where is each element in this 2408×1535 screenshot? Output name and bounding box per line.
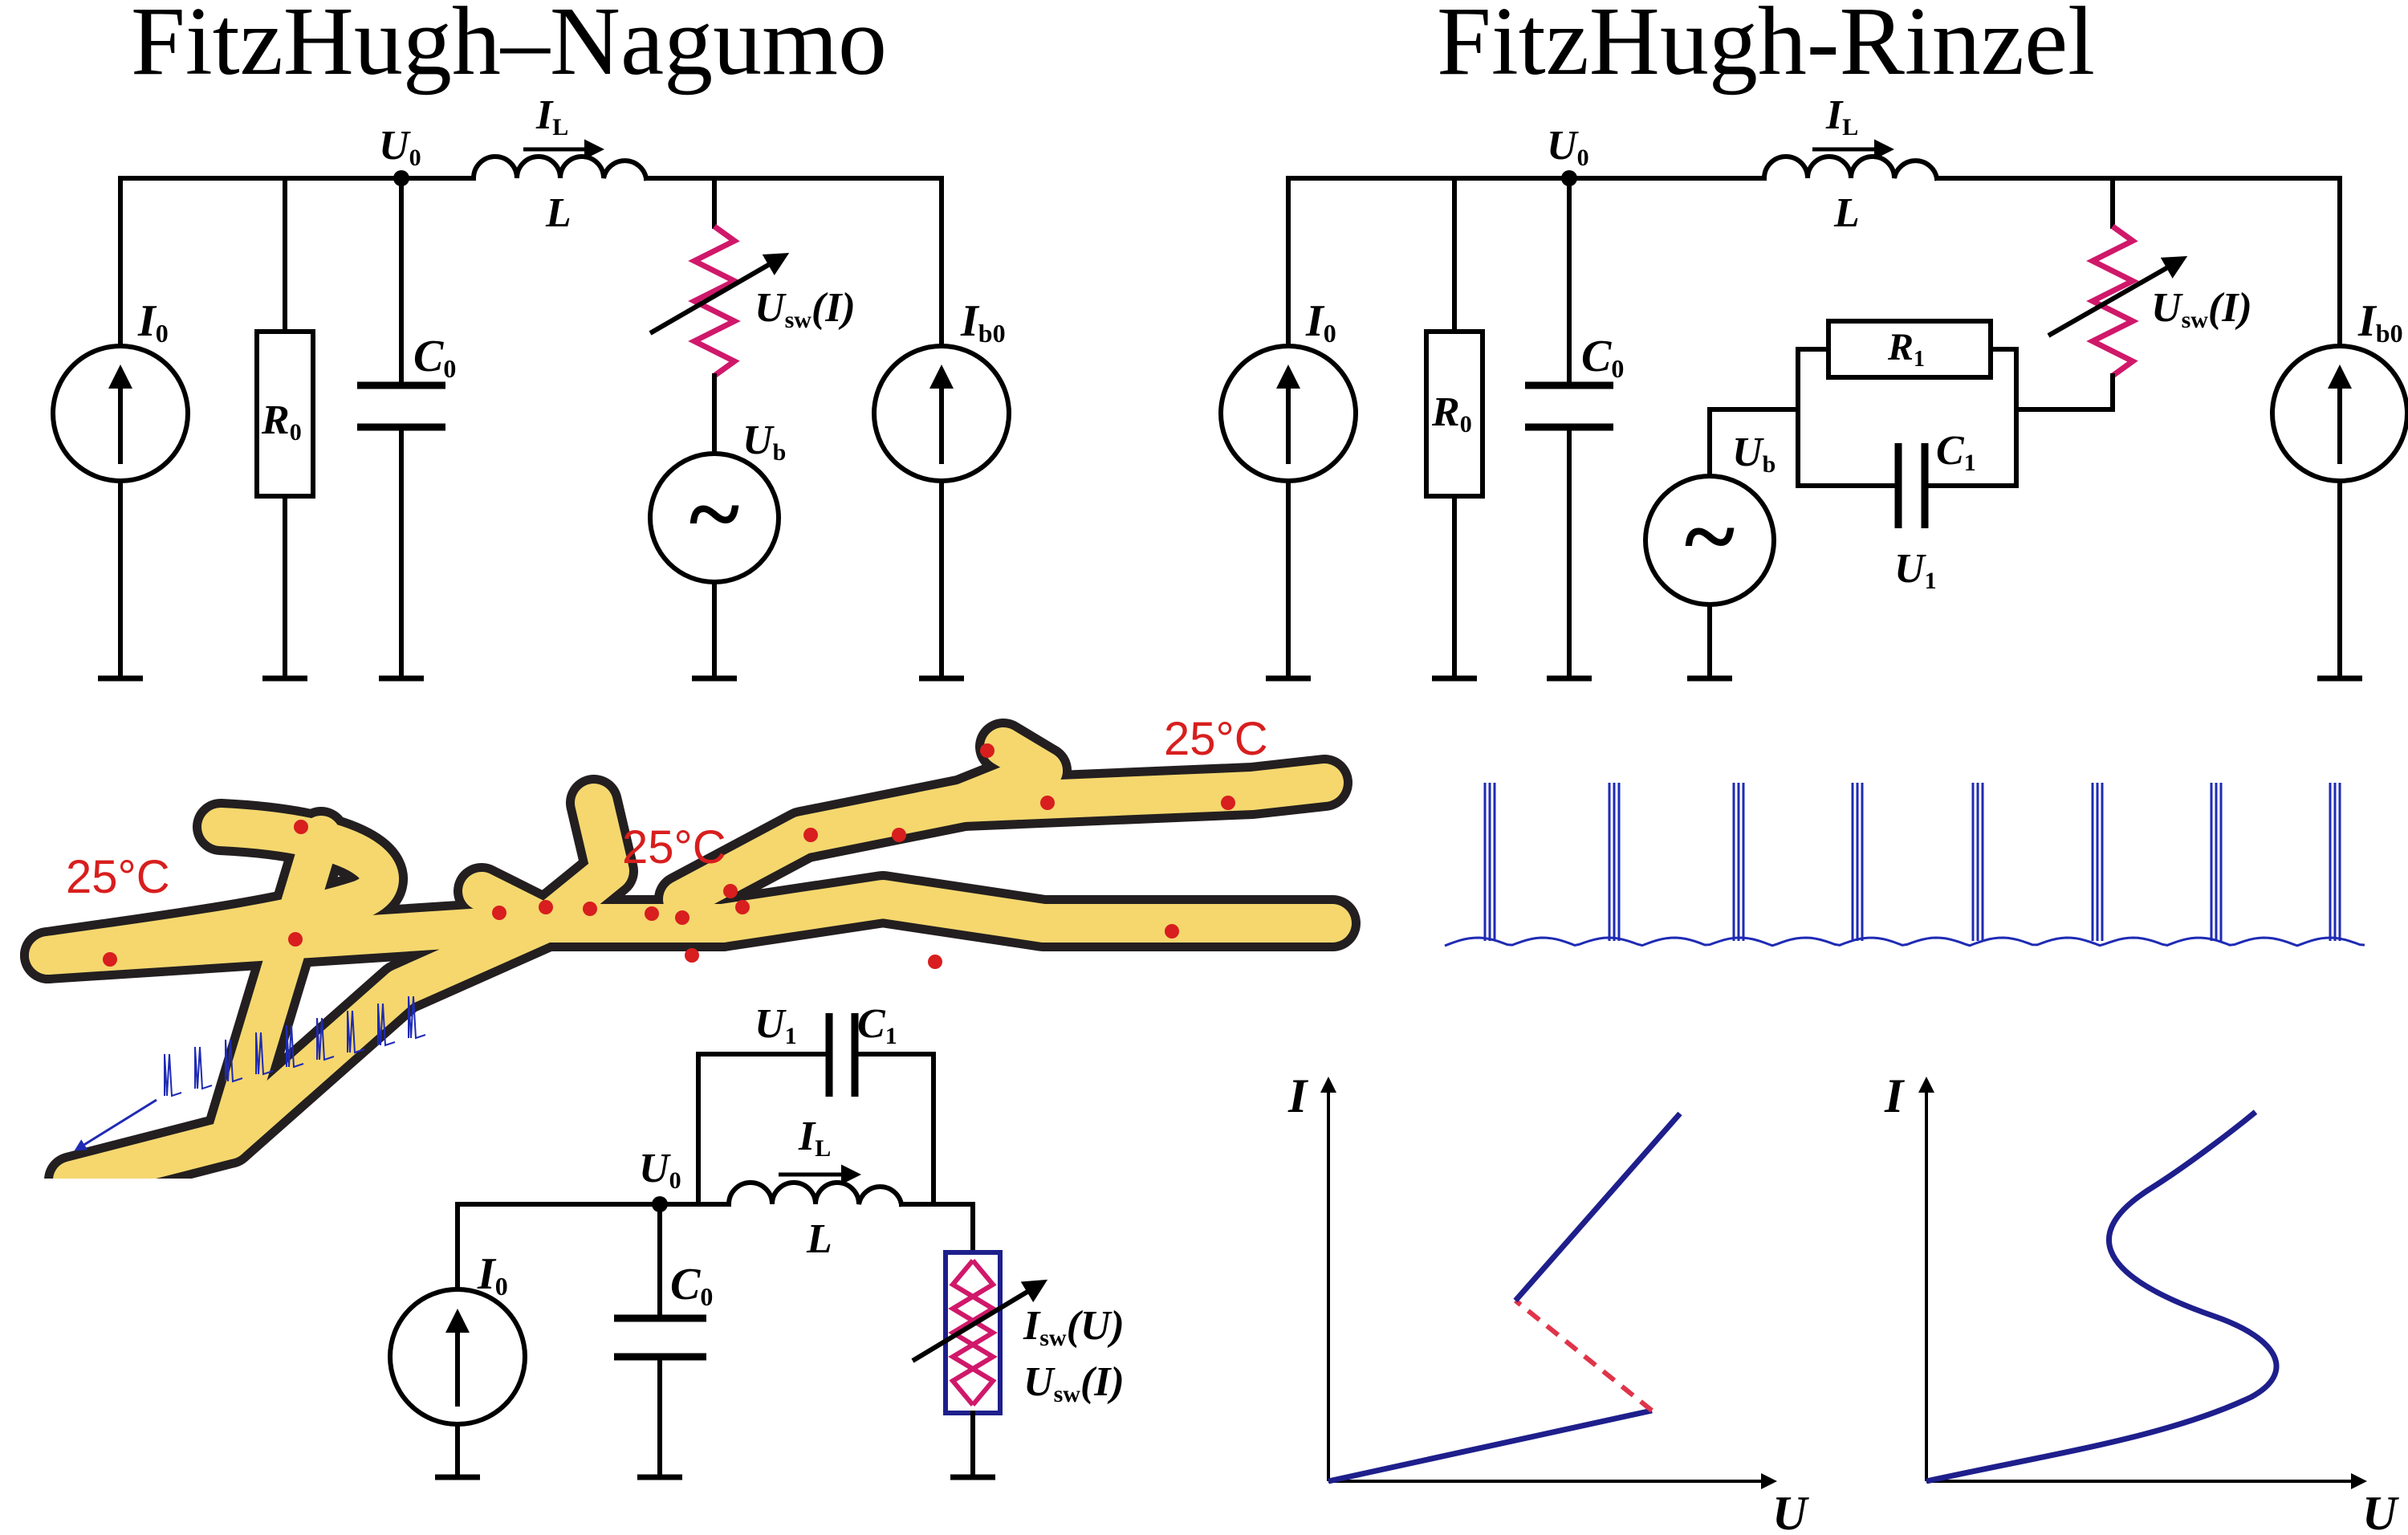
burst-trace-line [1444, 936, 2365, 947]
fhn-label-u0: U0 [379, 123, 421, 171]
fhr-label-ub: Ub [1732, 430, 1775, 478]
bottom-variable-arrow-icon [911, 1279, 1048, 1363]
fhr-c1-left-wire [1796, 347, 1901, 488]
fhr-label-r1: R1 [1887, 326, 1925, 372]
bottom-label-c0: C0 [670, 1260, 713, 1311]
fhn-variable-arrow-icon [649, 252, 790, 336]
bottom-wire-right [899, 1202, 975, 1255]
bottom-label-il: IL [798, 1114, 831, 1162]
iv-plot-left: I U [1287, 1069, 1809, 1535]
bottom-switching-resistor [948, 1259, 998, 1407]
fhn-circuit: ~ U0 IL L I0 R0 C0 Usw(I) Ub Ib0 [51, 92, 1011, 682]
fhr-top-wire-left [1286, 176, 1767, 681]
bottom-label-c1: C1 [857, 1001, 897, 1049]
bottom-label-isw: Isw(U) [1023, 1303, 1125, 1351]
burst-spikes [1483, 783, 2341, 941]
fhr-switching-resistor [2086, 224, 2139, 378]
iv-right-s-curve [1926, 1110, 2280, 1484]
axon-spike [225, 1039, 243, 1083]
fhr-resistor-r0 [1424, 329, 1485, 499]
fhr-label-usw: Usw(I) [2151, 285, 2252, 333]
iv-right-x-label: U [2362, 1487, 2399, 1535]
fhn-switching-resistor [688, 224, 741, 378]
iv-left-y-label: I [1287, 1069, 1309, 1122]
bottom-label-i0: I0 [477, 1249, 508, 1301]
temperature-label-left: 25°C [66, 851, 170, 903]
fhr-variable-arrow-icon [2047, 256, 2188, 338]
bottom-label-usw: Usw(I) [1023, 1359, 1125, 1407]
fhn-inductor [470, 154, 649, 181]
fhn-label-l: L [545, 190, 571, 236]
neuron-outline [20, 719, 1361, 1208]
fhn-label-r0: R0 [261, 397, 302, 446]
fhn-top-wire-right [644, 176, 944, 681]
fhr-label-u1: U1 [1894, 546, 1937, 594]
fhn-label-c0: C0 [413, 332, 456, 383]
temperature-label-right: 25°C [1164, 713, 1268, 765]
fhn-label-ub: Ub [742, 417, 786, 466]
fhr-label-c0: C0 [1581, 332, 1624, 383]
fhr-resistor-r1 [1826, 319, 1993, 380]
axon-spike [408, 996, 426, 1040]
fhr-label-il: IL [1825, 92, 1858, 140]
fhr-label-u0: U0 [1547, 123, 1589, 171]
axon-spike [255, 1032, 274, 1076]
neuron-illustration: 25°C 25°C 25°C [0, 713, 1361, 1315]
bottom-label-u0: U0 [639, 1146, 681, 1194]
axon-spike [286, 1024, 304, 1069]
iv-left-x-label: U [1772, 1487, 1809, 1535]
axon-spike [194, 1046, 213, 1090]
bottom-c1-left-wire [696, 1052, 832, 1207]
fhr-wire-to-r1 [1988, 347, 2115, 412]
fhr-ac-source-icon: ~ [1685, 482, 1735, 589]
fhr-wire-to-ub [1707, 407, 1800, 480]
fhr-inductor [1761, 154, 1940, 181]
fhr-label-c1: C1 [1936, 428, 1976, 476]
iv-left-upper-branch [1513, 1111, 1682, 1303]
fhn-resistor-r0 [254, 329, 315, 499]
iv-right-y-label: I [1884, 1069, 1906, 1122]
fhr-top-wire-right [1934, 176, 2342, 681]
fhr-label-i0: I0 [1305, 296, 1336, 348]
fhn-ac-source-icon: ~ [689, 460, 739, 567]
fhr-label-l: L [1833, 190, 1860, 236]
fhr-c1-right-wire [1922, 407, 2019, 488]
bottom-inductor [726, 1180, 905, 1207]
bottom-switching-diode [948, 1259, 998, 1407]
fhr-circuit: ~ U0 IL L I0 R0 C0 R1 C1 U1 Ub Usw(I) Ib… [1218, 92, 2408, 682]
bottom-label-l: L [806, 1216, 832, 1262]
iv-plot-right: I U [1884, 1069, 2399, 1535]
iv-left-unstable-branch [1514, 1298, 1653, 1413]
axon-spike [164, 1053, 182, 1097]
axon-spike-train [164, 996, 426, 1097]
axon-spike [377, 1003, 396, 1047]
fhn-label-il: IL [535, 92, 568, 140]
fhr-label-ib0: Ib0 [2357, 296, 2403, 348]
bottom-label-u1: U1 [755, 1001, 797, 1049]
bottom-c1-right-wire [852, 1052, 936, 1207]
fhn-top-wire-left [118, 176, 476, 681]
axon-direction-arrow-icon [74, 1098, 157, 1151]
iv-left-lower-branch [1328, 1407, 1653, 1484]
fhn-label-ib0: Ib0 [960, 296, 1006, 348]
temperature-label-center: 25°C [622, 821, 726, 873]
axon-spike [316, 1017, 335, 1061]
title-fitzhugh-rinzel: FitzHugh-Rinzel [1437, 0, 2095, 96]
bottom-circuit: U1 C1 U0 IL L I0 C0 Isw(U) Usw(I) [388, 1001, 1125, 1480]
fhn-label-i0: I0 [137, 296, 169, 348]
axon-spike [347, 1010, 365, 1054]
fhn-label-usw: Usw(I) [755, 285, 856, 333]
neuron-crop-mask [0, 1179, 241, 1315]
title-fitzhugh-nagumo: FitzHugh–Nagumo [131, 0, 887, 96]
neuron-dots [103, 743, 1235, 969]
fhr-label-r0: R0 [1431, 389, 1472, 438]
bursting-trace [1444, 783, 2365, 947]
